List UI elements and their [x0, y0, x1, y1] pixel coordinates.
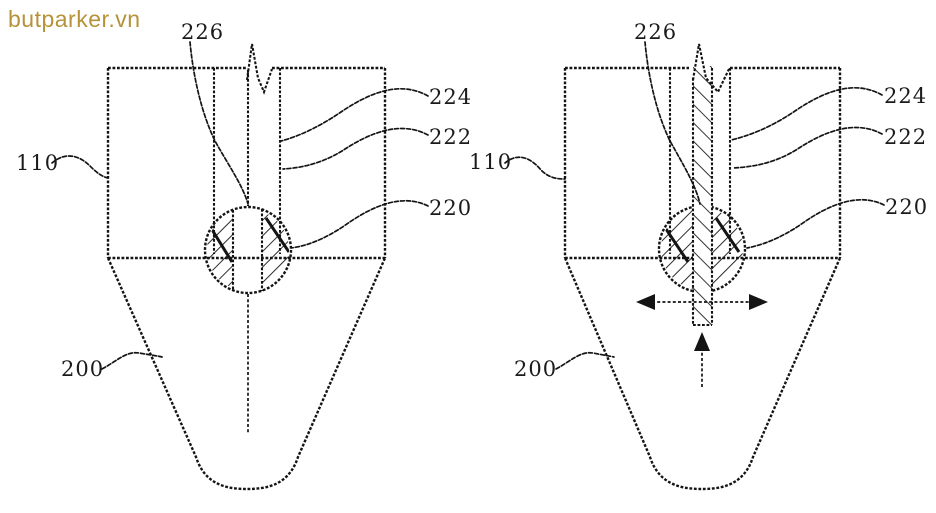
ball-left-hatch-left-lobe [207, 209, 233, 291]
upward-motion-arrow [694, 332, 710, 387]
leader-110-left [51, 155, 109, 179]
horizontal-motion-arrow [636, 294, 768, 310]
leader-224-left [280, 88, 429, 142]
leader-224-right [730, 87, 883, 141]
leader-220-left [290, 199, 429, 249]
leader-226-left [189, 41, 249, 205]
ref-label-220-right: 220 [885, 195, 929, 219]
ref-label-110-left: 110 [16, 151, 60, 175]
barrel-left [106, 66, 387, 260]
ref-label-110-right: 110 [469, 150, 513, 174]
ref-label-220-left: 220 [429, 196, 473, 220]
ref-label-224-right: 224 [884, 84, 928, 108]
leader-222-left [282, 127, 429, 170]
leader-226-right [644, 41, 701, 205]
leader-222-right [732, 126, 883, 169]
ref-label-224-left: 224 [429, 85, 473, 109]
ref-label-226-right: 226 [634, 20, 678, 44]
watermark-text: butparker.vn [8, 6, 141, 32]
ref-label-200-right: 200 [514, 357, 558, 381]
ref-label-222-right: 222 [884, 125, 928, 149]
ink-shaft-right [691, 66, 714, 327]
ref-label-226-left: 226 [181, 20, 225, 44]
leader-200-left [101, 351, 163, 370]
figure-right [504, 41, 885, 491]
leader-220-right [746, 198, 885, 249]
figure-left [51, 41, 429, 491]
ref-label-200-left: 200 [61, 357, 105, 381]
ref-label-222-left: 222 [429, 125, 473, 149]
leader-110-right [504, 156, 566, 180]
break-symbol-right [691, 43, 730, 94]
nib-cone-left [106, 257, 387, 491]
leader-200-right [555, 351, 615, 370]
nib-cone-right [563, 257, 842, 491]
break-symbol-left [245, 43, 273, 95]
